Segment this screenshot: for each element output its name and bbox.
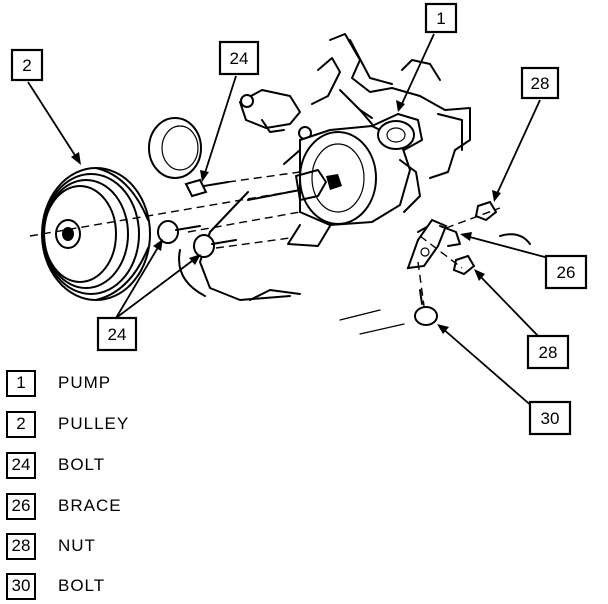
reservoir-cap (148, 117, 202, 179)
callout-nut-upper: 28 (520, 66, 560, 100)
legend-number: 2 (6, 410, 36, 438)
leader-lines (27, 33, 557, 409)
svg-text:24: 24 (108, 325, 127, 344)
legend-number: 30 (6, 572, 36, 600)
legend-label: BRACE (58, 496, 122, 515)
nut-upper (474, 200, 498, 222)
callout-brace: 26 (544, 254, 588, 290)
legend-row-bolt: 24 BOLT (6, 450, 105, 480)
svg-text:2: 2 (22, 56, 31, 75)
bolt-brace (414, 289, 438, 326)
bolt-middle (157, 220, 201, 244)
legend-label: NUT (58, 536, 96, 555)
legend-row-bolt-brace: 30 BOLT (6, 571, 105, 601)
pulley (41, 167, 151, 301)
brace (406, 218, 461, 270)
callout-bolt-lower: 24 (96, 316, 138, 352)
legend-number: 28 (6, 532, 36, 560)
legend-row-pulley: 2 PULLEY (6, 409, 129, 439)
svg-text:24: 24 (230, 49, 249, 68)
legend-row-brace: 26 BRACE (6, 491, 122, 521)
legend-row-pump: 1 PUMP (6, 368, 111, 398)
legend-row-nut: 28 NUT (6, 531, 96, 561)
callout-pump: 1 (424, 2, 458, 34)
svg-text:30: 30 (541, 409, 560, 428)
bolt-lower (193, 234, 237, 258)
callout-pulley: 2 (10, 48, 44, 82)
svg-text:28: 28 (531, 74, 550, 93)
callout-bolt-upper: 24 (218, 40, 260, 76)
svg-text:26: 26 (557, 263, 576, 282)
legend-label: BOLT (58, 576, 106, 595)
assembly-lines (29, 171, 501, 307)
pump-body (247, 89, 447, 247)
nut-lower (452, 254, 476, 276)
legend-label: BOLT (58, 455, 106, 474)
bolt-upper (184, 178, 229, 198)
callout-bolt-brace: 30 (528, 400, 572, 436)
legend-label: PUMP (58, 373, 112, 392)
legend-label: PULLEY (58, 414, 130, 433)
svg-text:1: 1 (436, 9, 445, 28)
callout-nut-lower: 28 (526, 334, 570, 370)
legend-number: 1 (6, 369, 36, 397)
legend-number: 26 (6, 492, 36, 520)
legend-number: 24 (6, 451, 36, 479)
engine-block-outline (178, 33, 531, 335)
svg-text:28: 28 (539, 343, 558, 362)
